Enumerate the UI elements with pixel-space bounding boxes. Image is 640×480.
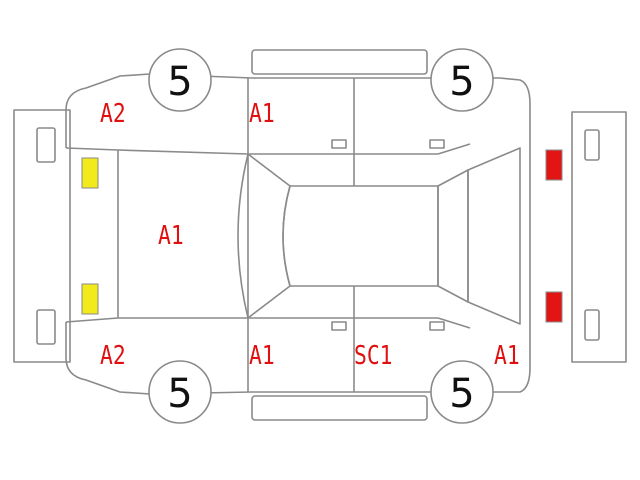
body-outline bbox=[65, 73, 531, 395]
damage-code-rear-right-door: SC1 bbox=[354, 341, 393, 371]
damage-code-front-right-door: A1 bbox=[249, 341, 275, 371]
damage-code-front-left-corner: A2 bbox=[100, 99, 126, 129]
tire-number-rear-right: 5 bbox=[449, 371, 474, 417]
door-handle-4 bbox=[429, 321, 445, 331]
front-bumper-mark-top bbox=[36, 127, 56, 163]
front-lamp-top bbox=[81, 157, 99, 189]
wheel-rear-right bbox=[430, 360, 494, 424]
side-sill-top bbox=[251, 49, 428, 75]
wheel-front-left bbox=[148, 48, 212, 112]
door-handle-1 bbox=[331, 139, 347, 149]
rear-window bbox=[437, 169, 469, 303]
door-handle-3 bbox=[331, 321, 347, 331]
tailgate bbox=[467, 147, 521, 325]
rear-bumper-mark-top bbox=[584, 129, 600, 161]
hood-outline bbox=[65, 147, 119, 323]
rear-bumper bbox=[571, 111, 627, 363]
hood-panel bbox=[117, 149, 249, 319]
c-pillar-bottom bbox=[437, 317, 471, 329]
c-pillar-top bbox=[437, 143, 471, 155]
rear-bumper-mark-bottom bbox=[584, 309, 600, 341]
wheel-front-right bbox=[148, 360, 212, 424]
wheel-rear-left bbox=[430, 48, 494, 112]
tire-number-front-left: 5 bbox=[167, 59, 192, 105]
front-bumper-mark-bottom bbox=[36, 309, 56, 345]
damage-code-front-left-door: A1 bbox=[249, 99, 275, 129]
damage-code-front-right-corner: A2 bbox=[100, 341, 126, 371]
rear-lamp-bottom bbox=[545, 291, 563, 323]
front-lamp-bottom bbox=[81, 283, 99, 315]
side-sill-bottom bbox=[251, 395, 428, 421]
rear-lamp-top bbox=[545, 149, 563, 181]
damage-code-hood: A1 bbox=[158, 221, 184, 251]
front-bumper bbox=[13, 109, 71, 363]
damage-code-rear-right-corner: A1 bbox=[494, 341, 520, 371]
tire-number-rear-left: 5 bbox=[449, 59, 474, 105]
door-handle-2 bbox=[429, 139, 445, 149]
roof bbox=[282, 185, 439, 287]
tire-number-front-right: 5 bbox=[167, 371, 192, 417]
